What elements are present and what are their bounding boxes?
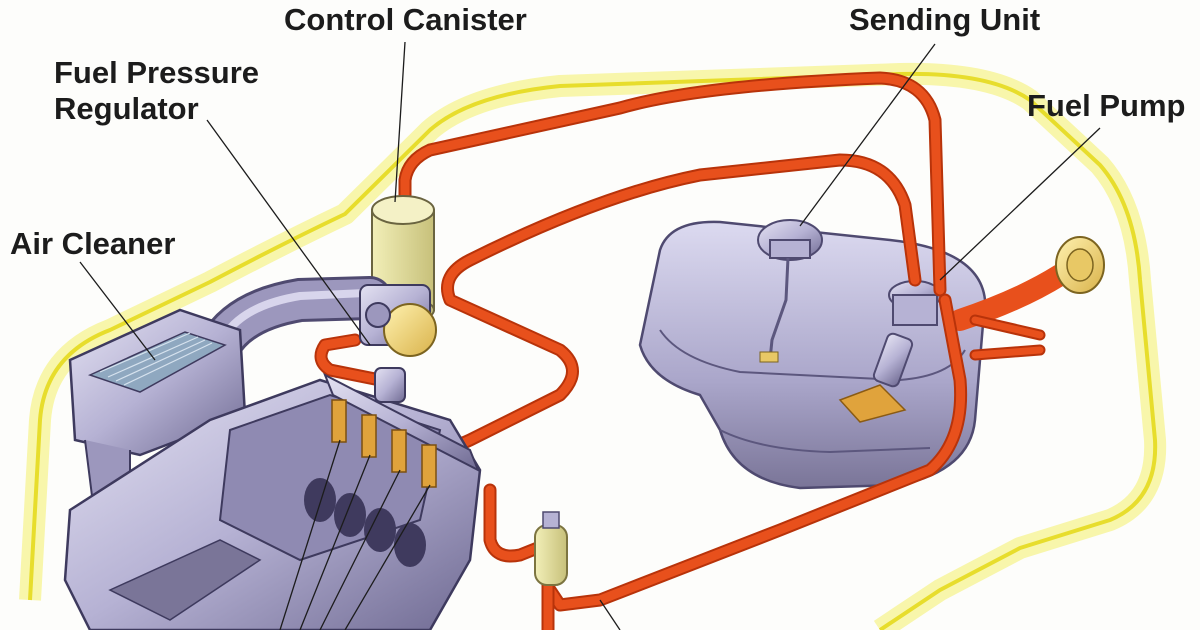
fuel-injectors	[331, 399, 437, 488]
air-cleaner	[68, 308, 247, 527]
sending-unit	[757, 219, 823, 363]
inline-fuel-filter	[534, 511, 568, 586]
label-control-canister: Control Canister	[284, 2, 527, 37]
label-fuel-pump: Fuel Pump	[1027, 88, 1186, 123]
fuel-lines	[314, 71, 1046, 630]
label-air-cleaner: Air Cleaner	[10, 226, 176, 261]
fuel-rail	[323, 367, 480, 488]
throttle-body	[359, 284, 437, 357]
car-outline	[19, 62, 1167, 630]
fuel-pressure-regulator	[374, 367, 406, 403]
label-fuel-pressure-regulator-line1: Fuel Pressure	[54, 55, 260, 90]
label-sending-unit: Sending Unit	[849, 2, 1041, 37]
leader-lines	[79, 41, 1101, 630]
label-fuel-pressure-regulator-line2: Regulator	[54, 91, 199, 126]
label-fuel-pressure-regulator: Fuel Pressure Regulator	[54, 55, 259, 127]
